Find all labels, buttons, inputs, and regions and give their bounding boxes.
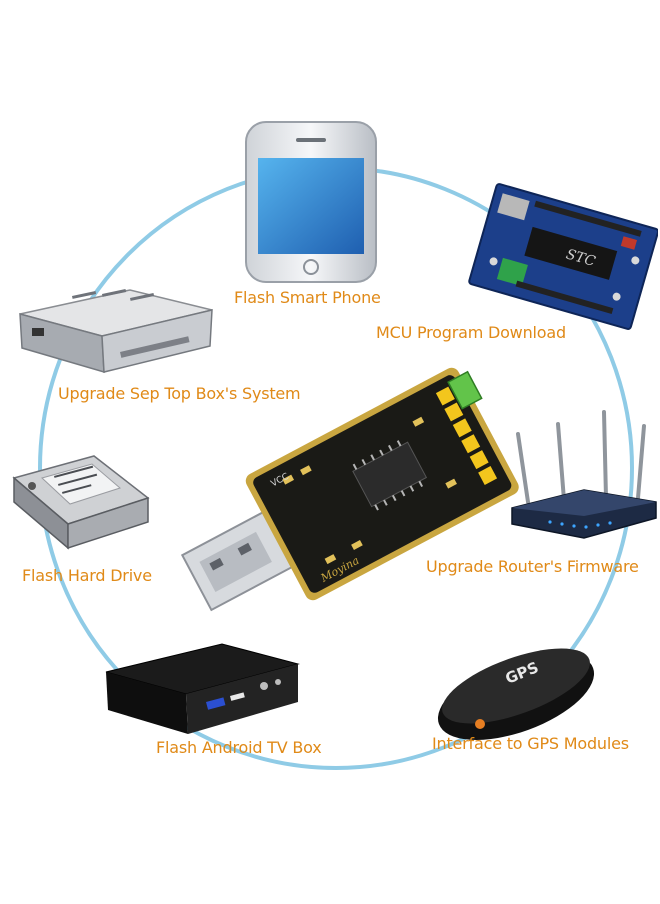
router-image (506, 402, 660, 548)
hard-drive-image (2, 448, 150, 556)
label-mcu-board: MCU Program Download (376, 323, 566, 342)
android-tv-box-image (102, 636, 302, 736)
usb-to-ttl-adapter-image: Moyina VCC (170, 360, 520, 620)
gps-module-image: GPS (428, 636, 598, 742)
label-gps-module: Interface to GPS Modules (432, 734, 629, 753)
label-set-top-box: Upgrade Sep Top Box's System (58, 384, 301, 403)
set-top-box-image (10, 284, 214, 376)
label-router: Upgrade Router's Firmware (426, 557, 639, 576)
mcu-chip-text: STC (564, 246, 597, 270)
smartphone-image (244, 120, 380, 285)
label-hard-drive: Flash Hard Drive (22, 566, 152, 585)
label-android-tv-box: Flash Android TV Box (156, 738, 322, 757)
mcu-board-image: STC (466, 180, 658, 330)
label-smartphone: Flash Smart Phone (234, 288, 381, 307)
